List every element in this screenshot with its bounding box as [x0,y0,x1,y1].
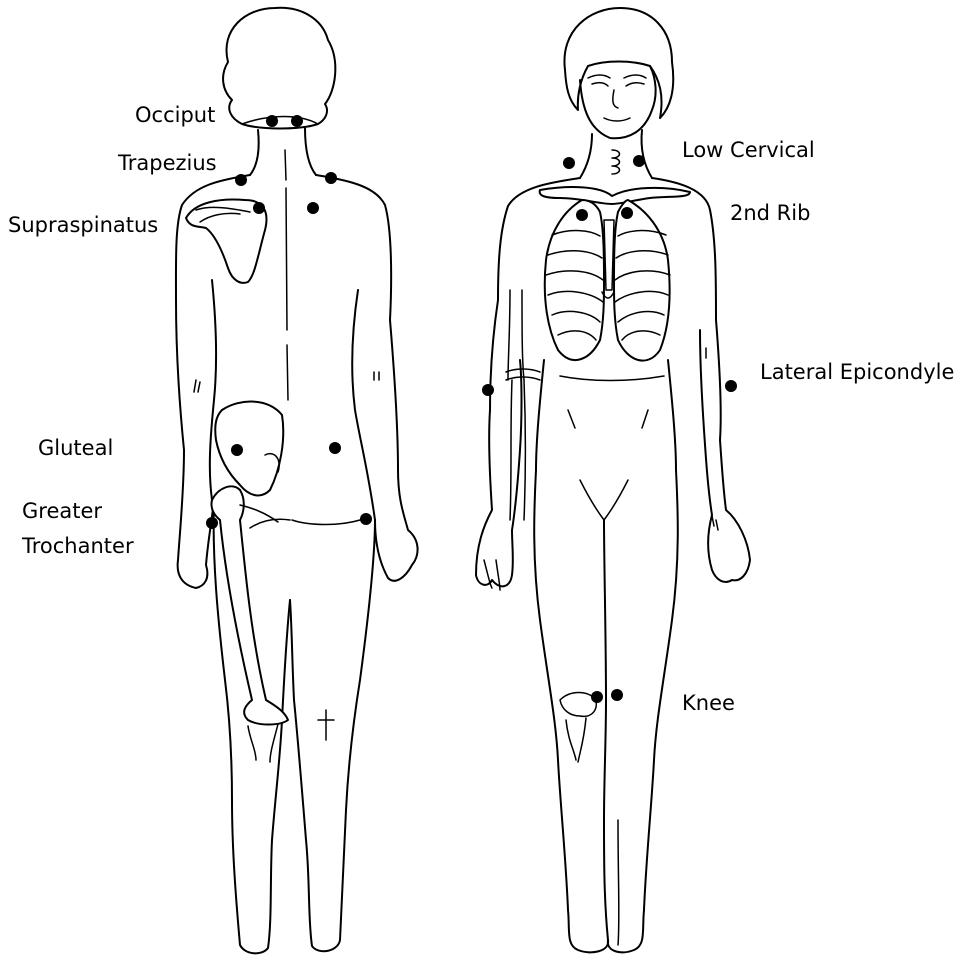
back-pelvis [215,402,283,496]
tender-point-greater-trochanter-left [206,517,218,529]
back-head [223,8,335,129]
label-greater-trochanter-line1: Greater [22,501,102,522]
front-left-arm [476,300,522,586]
label-lateral-epicondyle: Lateral Epicondyle [760,362,954,383]
tender-point-second-rib-right [621,207,633,219]
tender-point-low-cervical-left [563,157,575,169]
label-occiput: Occiput [135,105,215,126]
tender-point-greater-trochanter-right [360,513,372,525]
label-second-rib: 2nd Rib [730,203,810,224]
tender-point-supraspinatus-right [307,202,319,214]
front-hair [564,8,673,118]
label-low-cervical: Low Cervical [682,140,815,161]
back-scapula [186,200,266,283]
tender-point-knee-left [591,691,603,703]
tender-point-second-rib-left [576,209,588,221]
rib-cage [545,200,670,361]
tender-point-trapezius-right [325,172,337,184]
tender-point-gluteal-right [329,442,341,454]
tender-point-supraspinatus-left [253,202,265,214]
back-view-figure [176,8,418,954]
label-trapezius: Trapezius [118,153,217,174]
label-gluteal: Gluteal [38,438,113,459]
tender-point-lateral-epicondyle-right [725,380,737,392]
tender-point-lateral-epicondyle-left [482,384,494,396]
label-supraspinatus: Supraspinatus [8,215,158,236]
tender-point-occiput-left [266,115,278,127]
tender-point-occiput-right [291,115,303,127]
tender-point-gluteal-left [231,444,243,456]
label-greater-trochanter-line2: Trochanter [22,536,134,557]
back-femur [211,486,288,724]
tender-point-knee-right [611,689,623,701]
tender-point-trapezius-left [235,174,247,186]
tender-point-low-cervical-right [633,155,645,167]
label-knee: Knee [682,693,735,714]
